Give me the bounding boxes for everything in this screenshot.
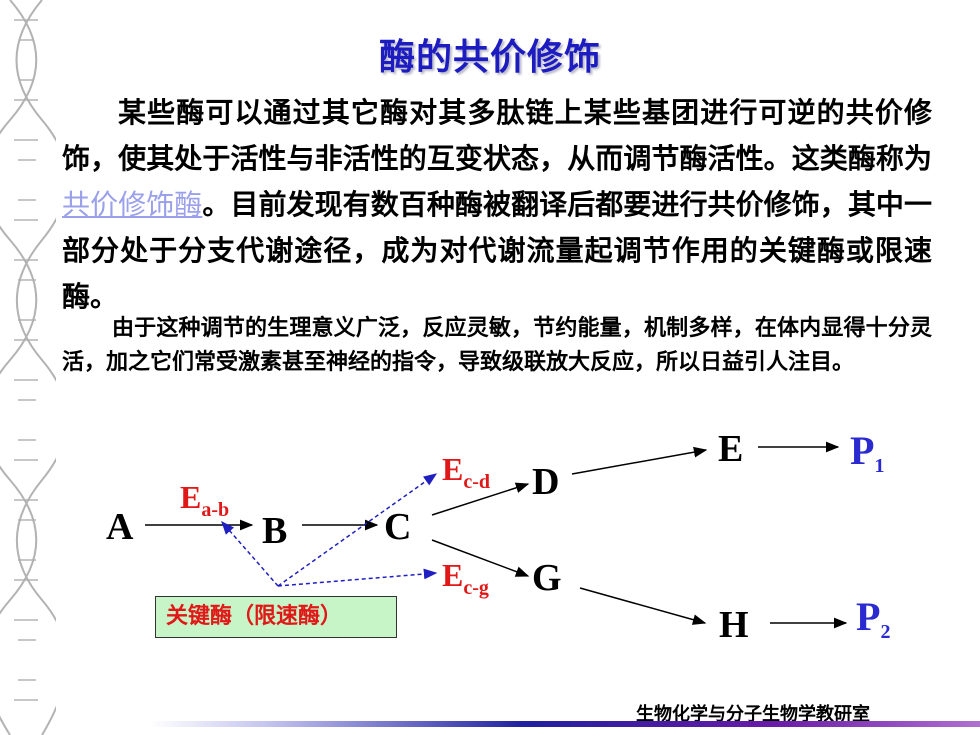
arrow-c-to-g	[431, 539, 530, 577]
node-b: B	[262, 510, 287, 552]
product-p2: P2	[856, 594, 890, 643]
node-h: H	[719, 604, 749, 646]
paragraph1-text-start: 某些酶可以通过其它酶对其多肽链上某些基团进行可逆的共价修饰，使其处于活性与非活性…	[62, 96, 932, 175]
node-c: C	[384, 506, 411, 548]
dashed-line-to-ecd	[277, 473, 438, 587]
arrow-g-to-h	[579, 587, 707, 625]
enzyme-cd-subscript: c-d	[463, 471, 490, 493]
product-p1: P1	[850, 428, 884, 477]
enzyme-ab-letter: E	[180, 479, 201, 515]
node-d: D	[532, 461, 559, 503]
enzyme-cd: Ec-d	[442, 451, 490, 493]
paragraph1-text-end: 。目前发现有数百种酶被翻译后都要进行共价修饰，其中一部分处于分支代谢途径，成为对…	[62, 188, 932, 313]
node-e: E	[718, 428, 743, 470]
dna-helix-decoration	[0, 0, 56, 735]
enzyme-ab: Ea-b	[180, 479, 229, 521]
product-p2-letter: P	[856, 594, 880, 639]
product-p1-subscript: 1	[874, 455, 884, 477]
arrow-d-to-e	[571, 446, 708, 475]
enzyme-cg: Ec-g	[442, 557, 489, 599]
metabolic-pathway-diagram: A B C D E G H P1 P2 Ea-b Ec-d Ec-g	[106, 428, 890, 646]
arrow-c-to-d	[431, 482, 530, 516]
enzyme-ab-subscript: a-b	[201, 499, 229, 521]
dashed-line-to-eab	[221, 520, 279, 587]
paragraph-physiological-significance: 由于这种调节的生理意义广泛，反应灵敏，节约能量，机制多样，在体内显得十分灵活，加…	[62, 316, 932, 375]
footer-gradient-bar	[150, 721, 980, 727]
enzyme-cg-subscript: c-g	[463, 577, 489, 599]
covalent-modification-enzyme-link[interactable]: 共价修饰酶	[62, 188, 203, 221]
node-g: G	[532, 557, 562, 599]
node-a: A	[106, 506, 134, 548]
dashed-line-to-ecg	[277, 568, 438, 587]
footer-department: 生物化学与分子生物学教研室	[636, 704, 870, 725]
product-p2-subscript: 2	[880, 621, 890, 643]
slide-title: 酶的共价修饰	[378, 37, 601, 78]
enzyme-cd-letter: E	[442, 451, 463, 487]
product-p1-letter: P	[850, 428, 874, 473]
enzyme-cg-letter: E	[442, 557, 463, 593]
key-enzyme-label-box: 关键酶（限速酶）	[155, 596, 397, 638]
paragraph-covalent-modification: 某些酶可以通过其它酶对其多肽链上某些基团进行可逆的共价修饰，使其处于活性与非活性…	[62, 90, 932, 320]
